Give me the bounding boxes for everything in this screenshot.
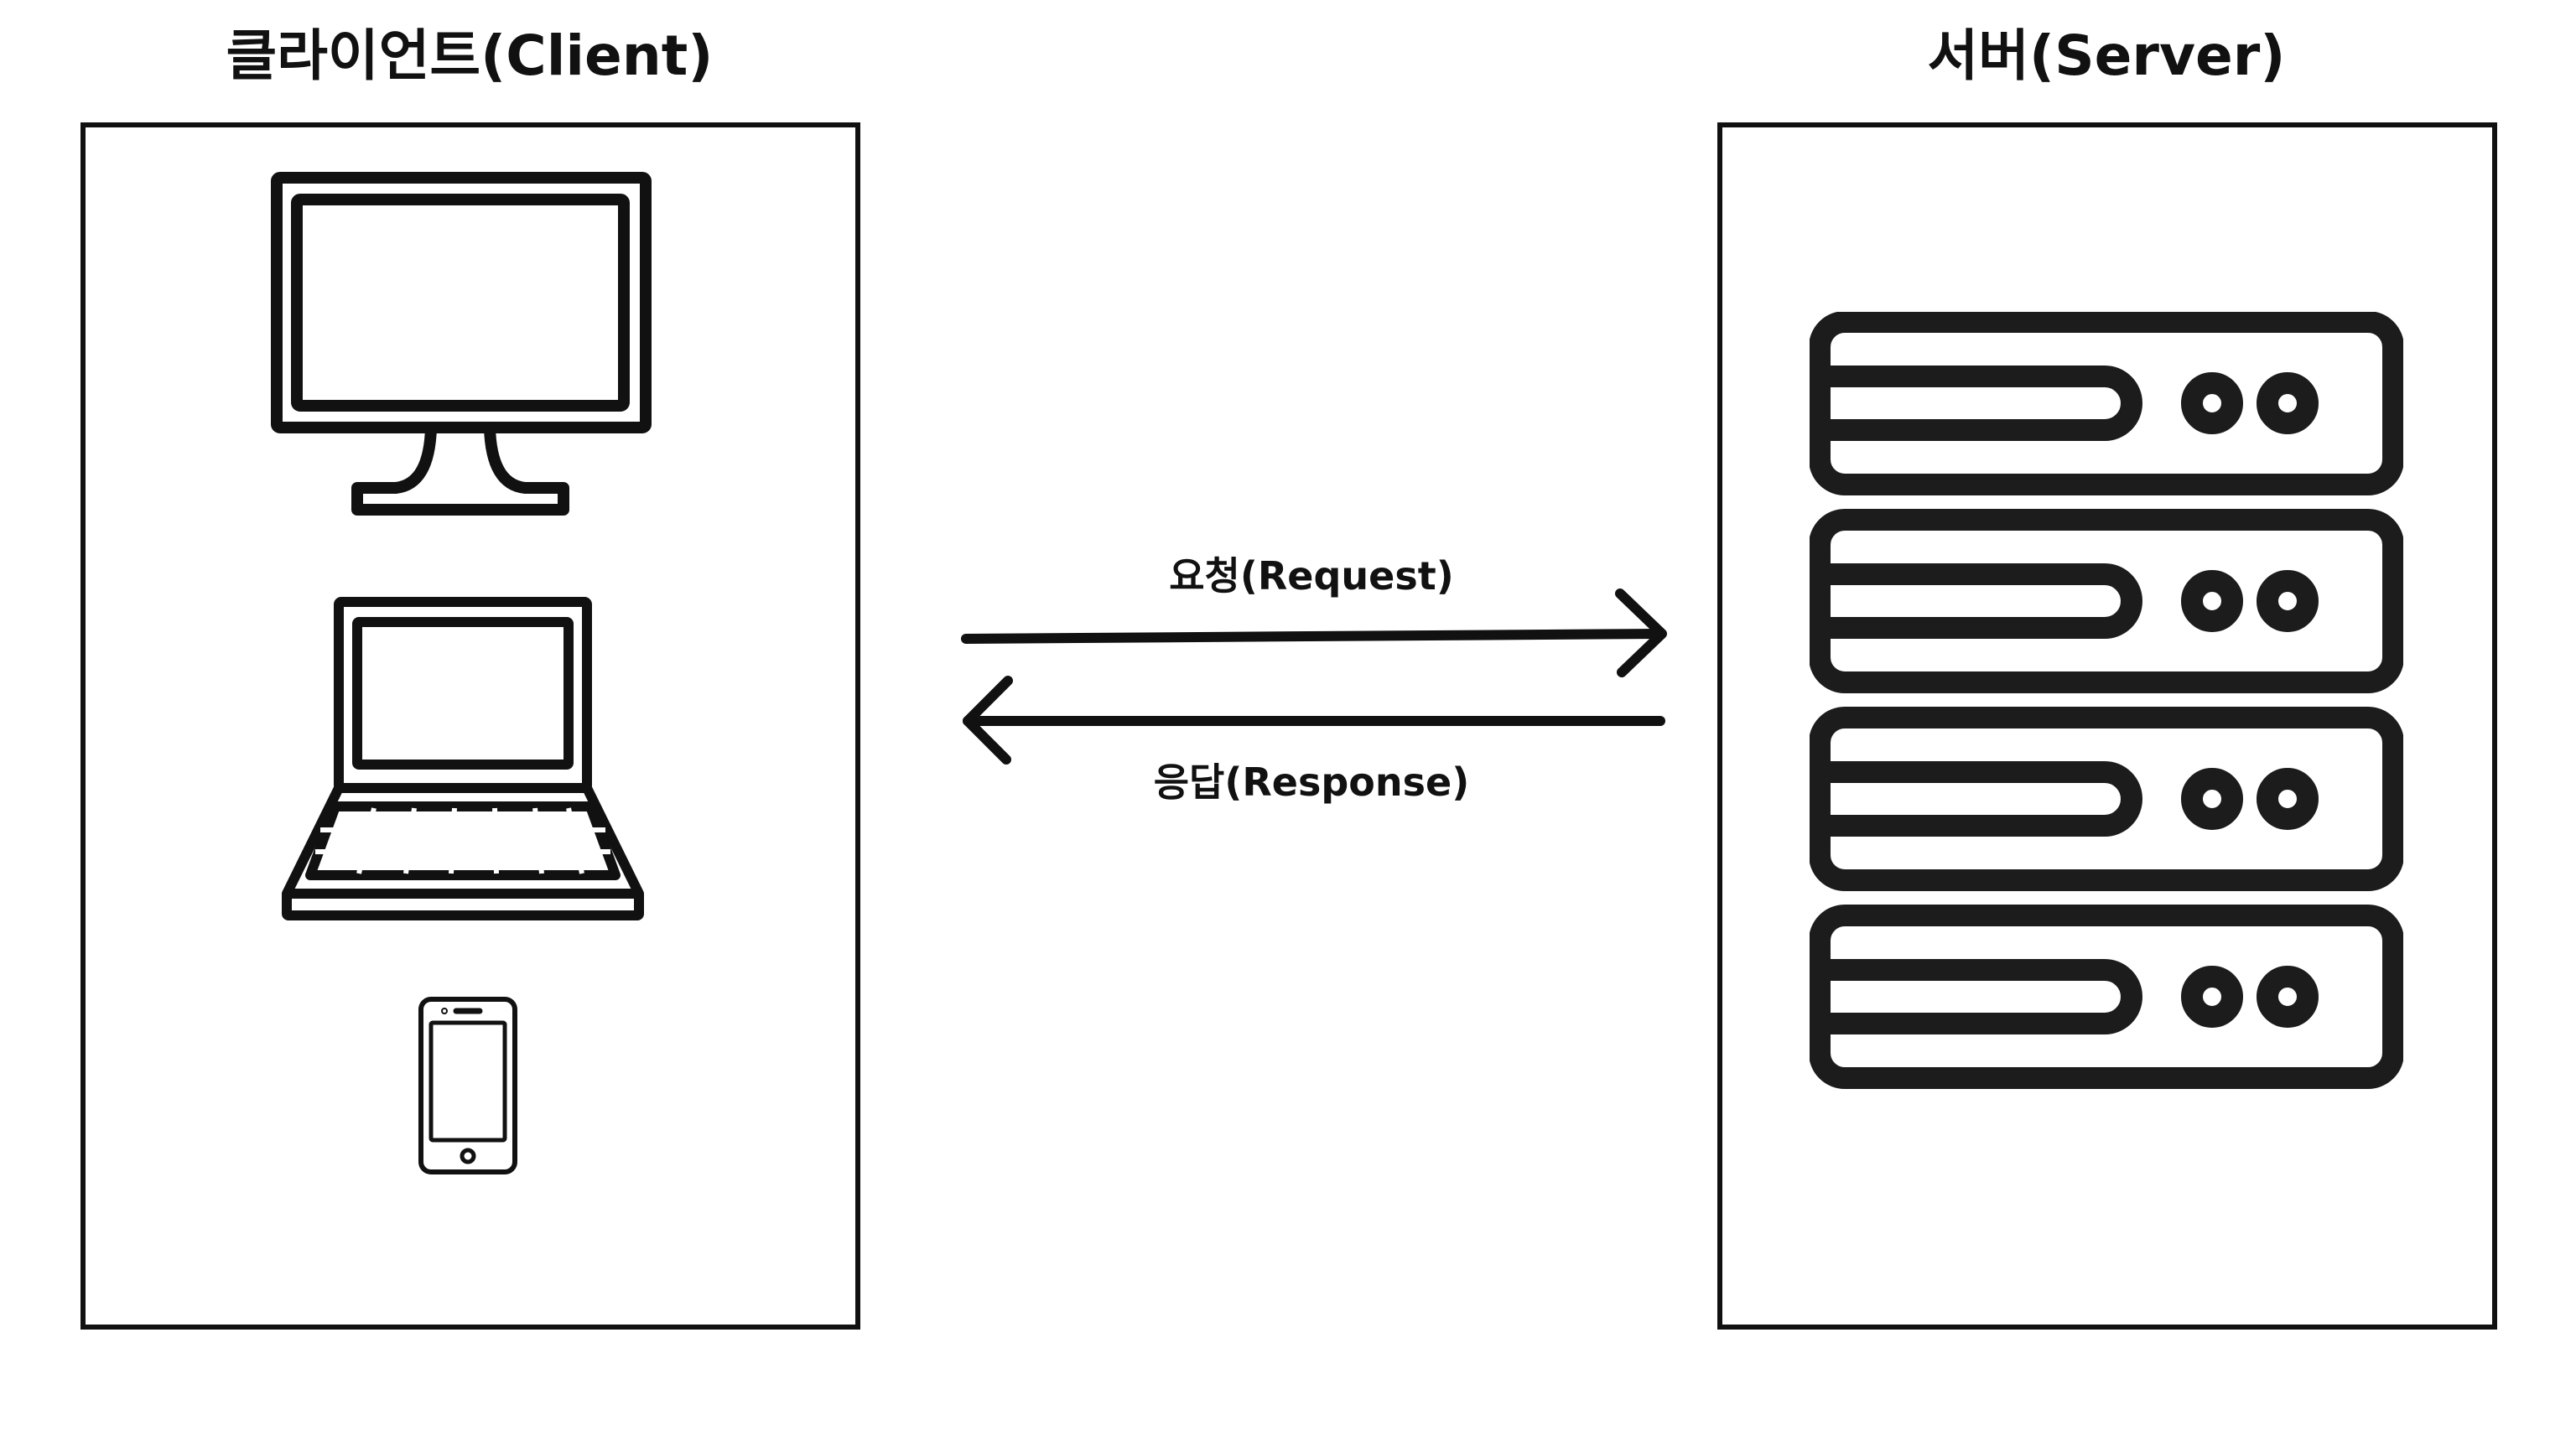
- request-arrowhead: [1615, 588, 1667, 677]
- response-label: 응답(Response): [1153, 760, 1470, 805]
- status-light: [2257, 966, 2319, 1028]
- status-light: [2181, 966, 2243, 1028]
- smartphone-icon: [418, 997, 517, 1174]
- response-arrowhead: [963, 676, 1013, 765]
- server-unit: [1810, 312, 2403, 495]
- server-unit: [1810, 905, 2403, 1089]
- client-panel: [80, 122, 860, 1330]
- drive-slot: [1810, 366, 2142, 441]
- drive-slot: [1810, 959, 2142, 1034]
- status-light: [2181, 570, 2243, 632]
- status-light: [2257, 570, 2319, 632]
- server-unit: [1810, 509, 2403, 693]
- server-unit: [1810, 707, 2403, 891]
- monitor-icon: [271, 172, 652, 516]
- request-arrow: [961, 629, 1665, 644]
- status-light: [2181, 372, 2243, 434]
- server-rack-icon: [1810, 312, 2403, 1089]
- request-response-arrows: [961, 588, 1667, 765]
- request-label: 요청(Request): [1169, 553, 1454, 599]
- status-light: [2257, 372, 2319, 434]
- server-title: 서버(Server): [1927, 23, 2286, 88]
- client-title: 클라이언트(Client): [226, 23, 714, 88]
- drive-slot: [1810, 761, 2142, 837]
- laptop-icon: [282, 597, 644, 920]
- drive-slot: [1810, 563, 2142, 639]
- status-light: [2181, 768, 2243, 830]
- status-light: [2257, 768, 2319, 830]
